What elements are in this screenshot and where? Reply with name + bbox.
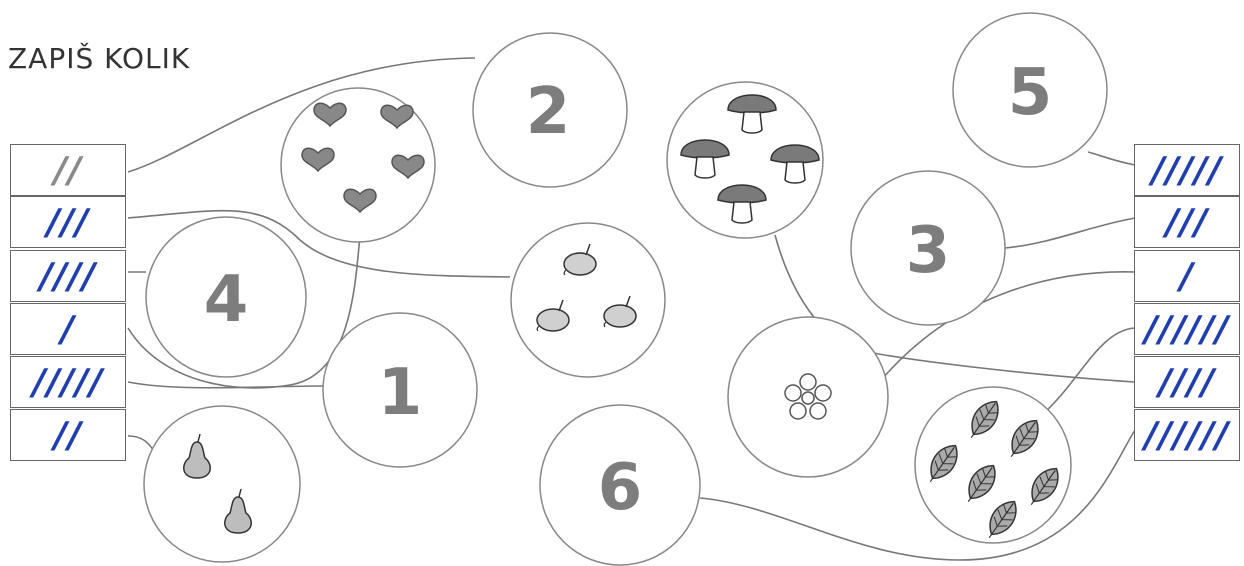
connector-line <box>1045 328 1135 412</box>
tally-right-3[interactable]: / <box>1134 250 1240 302</box>
flower-circle[interactable] <box>728 317 888 477</box>
number-circle-2[interactable]: 2 <box>473 33 627 187</box>
tally-right-1[interactable]: ///// <box>1134 144 1240 196</box>
tally-left-2[interactable]: /// <box>10 196 126 248</box>
connector-line <box>1088 152 1135 165</box>
tally-right-5[interactable]: //// <box>1134 356 1240 408</box>
tally-left-4[interactable]: / <box>10 303 126 355</box>
number-circle-3[interactable]: 3 <box>851 171 1005 325</box>
tally-right-2[interactable]: /// <box>1134 196 1240 248</box>
connector-line <box>128 382 325 388</box>
tally-left-6[interactable]: // <box>10 409 126 461</box>
number-circle-1[interactable]: 1 <box>323 313 477 467</box>
number-6: 6 <box>598 451 643 525</box>
number-4: 4 <box>204 263 249 337</box>
connector-line <box>1005 218 1135 248</box>
number-circle-6[interactable]: 6 <box>540 405 700 565</box>
number-2: 2 <box>526 75 571 149</box>
tally-right-4[interactable]: ////// <box>1134 303 1240 355</box>
leaves-circle[interactable] <box>915 387 1071 544</box>
number-circle-4[interactable]: 4 <box>146 217 306 377</box>
tally-left-5[interactable]: ///// <box>10 356 126 408</box>
number-5: 5 <box>1008 56 1053 130</box>
hearts-circle[interactable] <box>281 88 435 242</box>
apples-circle[interactable] <box>511 223 665 377</box>
pears-circle[interactable] <box>144 406 300 562</box>
number-3: 3 <box>906 214 951 288</box>
number-circle-5[interactable]: 5 <box>953 13 1107 167</box>
tally-left-3[interactable]: //// <box>10 250 126 302</box>
mushrooms-circle[interactable] <box>667 82 823 238</box>
number-1: 1 <box>378 356 423 430</box>
tally-left-1[interactable]: // <box>10 144 126 196</box>
tally-right-6[interactable]: ////// <box>1134 409 1240 461</box>
